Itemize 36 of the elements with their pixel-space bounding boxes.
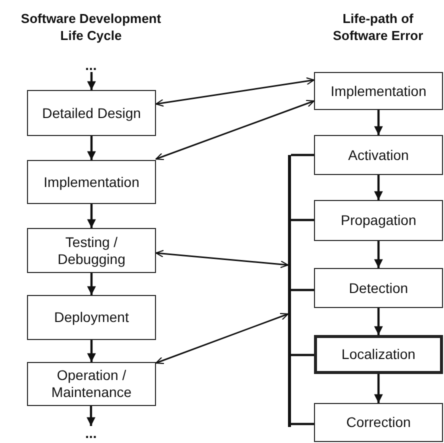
process-box: Implementation <box>27 160 156 204</box>
column-heading: Life-path of Software Error <box>332 10 424 44</box>
connector-line <box>291 218 314 222</box>
arrow <box>87 340 96 362</box>
arrow <box>374 308 383 335</box>
connector-line <box>291 422 314 426</box>
connector-line <box>291 154 314 156</box>
arrow <box>87 273 96 295</box>
process-box: Detection <box>314 268 443 308</box>
connector-line <box>291 354 314 356</box>
process-box: Operation / Maintenance <box>27 362 156 406</box>
process-box: Implementation <box>314 72 443 110</box>
arrow <box>155 312 289 364</box>
connector-line <box>291 288 314 292</box>
arrow <box>155 100 315 160</box>
arrow <box>374 374 383 403</box>
arrow <box>374 110 383 135</box>
process-box: Detailed Design <box>27 90 156 136</box>
process-box: Activation <box>314 135 443 175</box>
arrow <box>86 406 96 426</box>
arrow <box>155 77 315 107</box>
bus-line <box>288 155 291 427</box>
arrow <box>87 204 96 228</box>
arrow <box>87 136 96 160</box>
arrow <box>374 175 383 200</box>
process-box: Correction <box>314 403 443 442</box>
arrow <box>87 72 96 90</box>
ellipsis-text: ... <box>75 58 107 72</box>
process-box: Deployment <box>27 295 156 340</box>
process-box: Propagation <box>314 200 443 241</box>
column-heading: Software Development Life Cycle <box>20 10 162 44</box>
arrow <box>155 250 289 268</box>
ellipsis-text: ... <box>75 426 107 440</box>
process-box: Localization <box>314 335 443 374</box>
process-box: Testing / Debugging <box>27 228 156 273</box>
arrow <box>374 241 383 268</box>
